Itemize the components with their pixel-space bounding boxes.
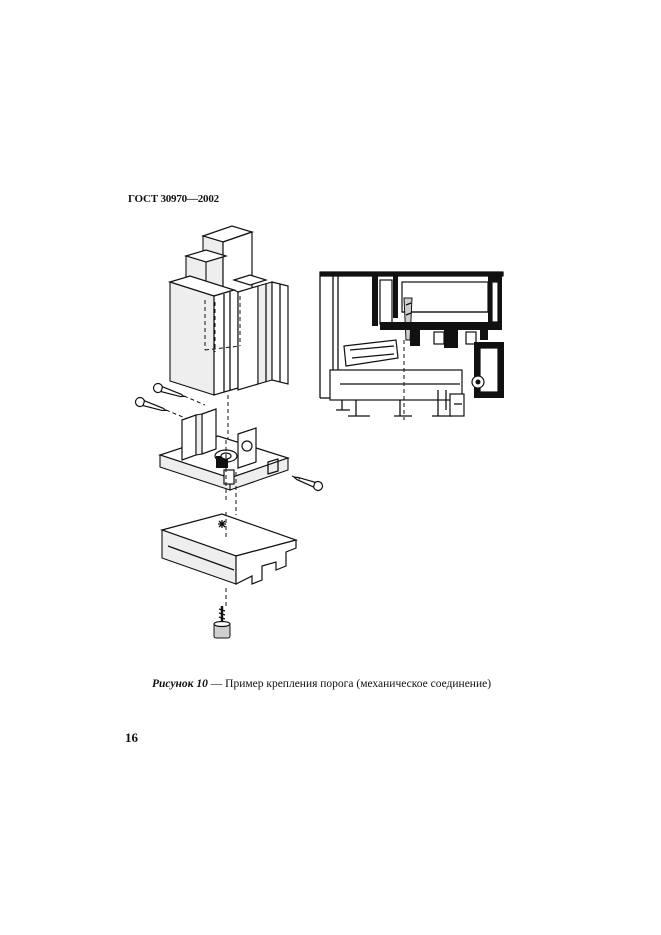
connector-bracket xyxy=(158,408,290,515)
caption-text: Пример крепления порога (механическое со… xyxy=(225,678,492,690)
figure-label: Рисунок 10 xyxy=(152,678,208,690)
cross-section-view xyxy=(319,271,504,420)
fastening-screws xyxy=(134,382,324,492)
page-number: 16 xyxy=(125,730,138,745)
vertical-frame-profile xyxy=(167,225,289,440)
bolt xyxy=(213,606,231,639)
threshold-profile xyxy=(159,512,299,606)
figure-caption: Рисунок 10 — Пример крепления порога (ме… xyxy=(152,678,491,690)
caption-separator: — xyxy=(207,678,226,690)
document-header: ГОСТ 30970—2002 xyxy=(128,193,219,205)
